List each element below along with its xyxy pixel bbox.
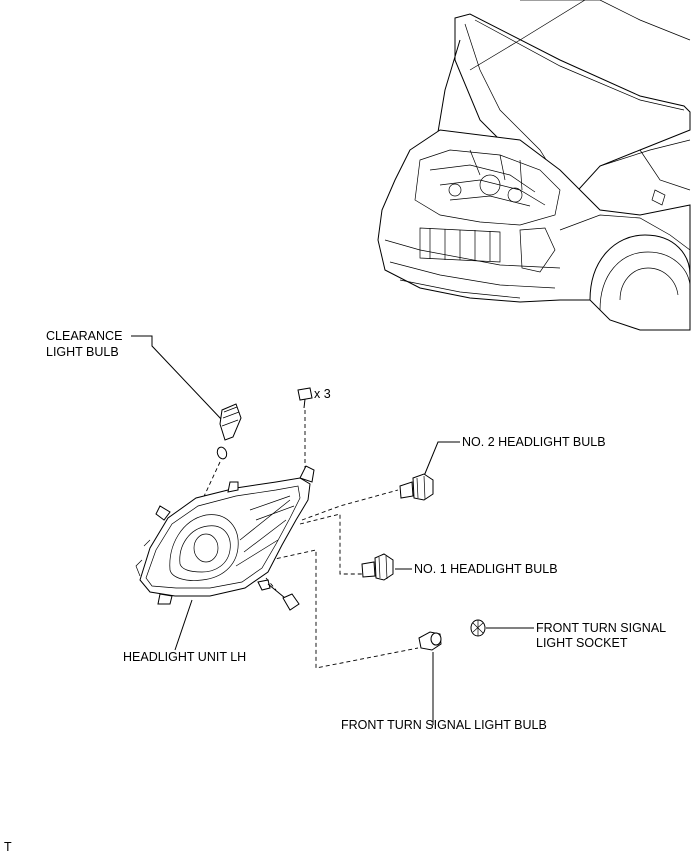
screw-top bbox=[297, 387, 313, 409]
label-no1-headlight-bulb: NO. 1 HEADLIGHT BULB bbox=[414, 562, 558, 576]
dashed-guide-bolt bbox=[265, 577, 277, 591]
label-no2-headlight-bulb: NO. 2 HEADLIGHT BULB bbox=[462, 435, 606, 449]
label-turn-socket-line1: FRONT TURN SIGNAL bbox=[536, 621, 666, 635]
label-front-turn-bulb: FRONT TURN SIGNAL LIGHT BULB bbox=[341, 718, 547, 732]
leader-clearance bbox=[131, 335, 223, 421]
label-clearance-line2: LIGHT BULB bbox=[46, 345, 119, 359]
headlight-unit-lh bbox=[135, 465, 315, 605]
corner-mark: T bbox=[4, 840, 12, 854]
dashed-guide-clearance bbox=[199, 461, 221, 506]
dashed-guide-no2 bbox=[301, 489, 399, 521]
label-headlight-unit: HEADLIGHT UNIT LH bbox=[123, 650, 246, 664]
no2-headlight-bulb bbox=[399, 473, 434, 501]
clearance-light-bulb bbox=[216, 403, 242, 460]
vehicle-illustration bbox=[377, 0, 691, 331]
label-turn-socket-line2: LIGHT SOCKET bbox=[536, 636, 628, 650]
bolt-lower bbox=[267, 583, 300, 611]
front-turn-signal-light-bulb bbox=[418, 631, 442, 651]
label-clearance-line1: CLEARANCE bbox=[46, 329, 122, 343]
label-screw-qty: x 3 bbox=[314, 387, 331, 401]
dashed-guide-turn-bulb bbox=[269, 549, 419, 669]
front-turn-signal-light-socket bbox=[470, 619, 486, 637]
leader-no2 bbox=[423, 441, 460, 477]
no1-headlight-bulb bbox=[361, 553, 394, 581]
dashed-guide-no1 bbox=[299, 513, 362, 575]
leader-headlight-unit bbox=[174, 599, 193, 651]
